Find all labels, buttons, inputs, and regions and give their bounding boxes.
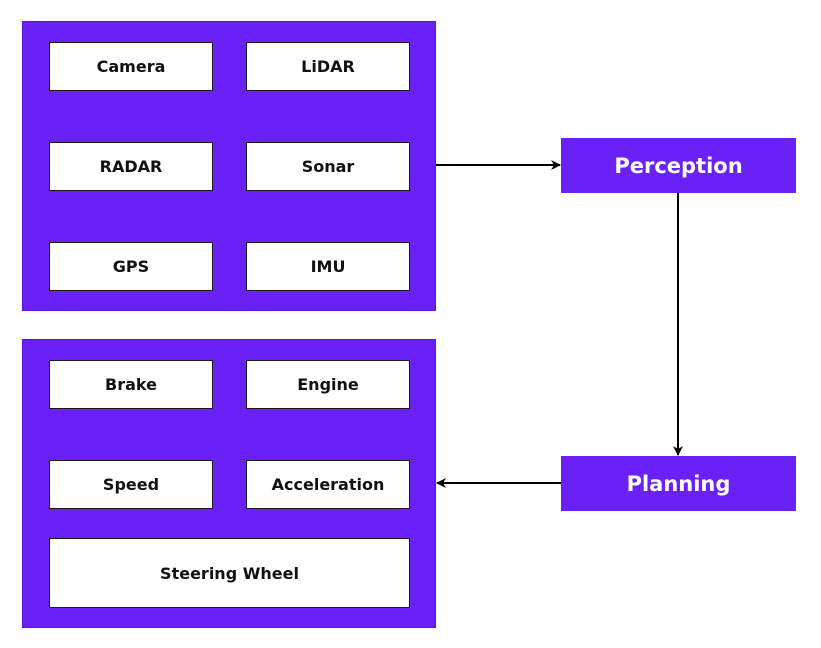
sensor-sonar: Sonar: [246, 142, 410, 191]
sensor-lidar: LiDAR: [246, 42, 410, 91]
planning-stage: Planning: [561, 456, 796, 511]
actuator-speed: Speed: [49, 460, 213, 509]
sensor-camera: Camera: [49, 42, 213, 91]
actuator-acceleration: Acceleration: [246, 460, 410, 509]
perception-stage: Perception: [561, 138, 796, 193]
sensors-group: Camera LiDAR RADAR Sonar GPS IMU: [22, 21, 436, 311]
sensor-imu: IMU: [246, 242, 410, 291]
actuator-engine: Engine: [246, 360, 410, 409]
sensor-radar: RADAR: [49, 142, 213, 191]
sensor-gps: GPS: [49, 242, 213, 291]
actuator-brake: Brake: [49, 360, 213, 409]
actuators-group: Brake Engine Speed Acceleration Steering…: [22, 339, 436, 628]
actuator-steering-wheel: Steering Wheel: [49, 538, 410, 608]
